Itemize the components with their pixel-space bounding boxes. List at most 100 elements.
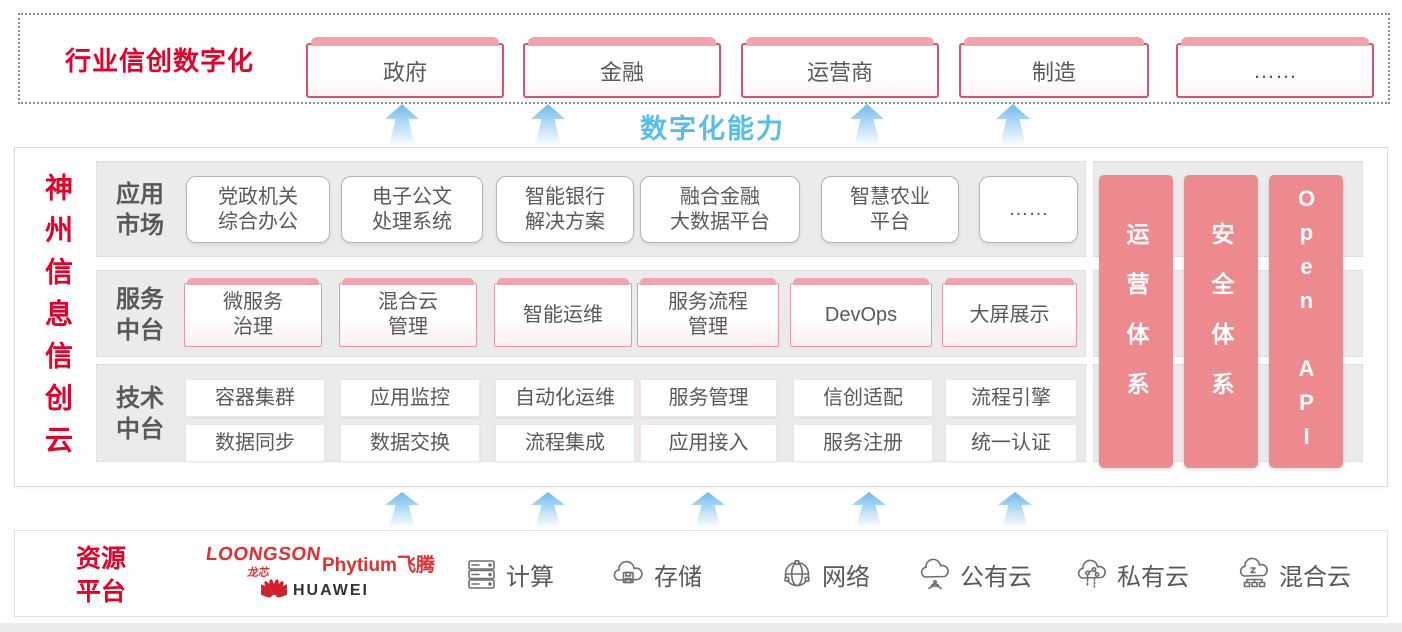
tech-row-label: 技术 中台 <box>116 385 164 443</box>
app-box: 融合金融 大数据平台 <box>640 176 800 243</box>
public-cloud-icon <box>920 558 949 590</box>
tech-box: 应用接入 <box>640 424 777 462</box>
tech-box: 容器集群 <box>185 379 325 417</box>
box-cap <box>945 278 1074 285</box>
resource-item-label: 存储 <box>654 563 702 591</box>
up-arrow-icon <box>691 492 725 528</box>
up-arrow-icon <box>852 492 886 528</box>
huawei-wordmark: HUAWEI <box>293 582 369 599</box>
resource-item-label: 公有云 <box>960 563 1032 591</box>
industry-box-more: …… <box>1176 37 1374 98</box>
resource-item-label: 私有云 <box>1117 563 1189 591</box>
box-cap <box>1181 37 1369 46</box>
app-box: 智能银行 解决方案 <box>496 176 634 243</box>
app-box: 电子公文 处理系统 <box>341 176 483 243</box>
tech-box: 数据交换 <box>340 424 480 462</box>
industry-label: 制造 <box>1031 59 1076 85</box>
up-arrow-icon <box>385 492 419 528</box>
capability-label: 数字化能力 <box>640 114 785 144</box>
server-icon <box>468 560 495 589</box>
tech-box: 流程引擎 <box>945 379 1077 417</box>
service-platform-row: 服务 中台 微服务 治理 混合云 管理 智能运维 服务流程 管理 DevOps … <box>96 270 1086 357</box>
industry-band: 行业信创数字化 政府 金融 运营商 制造 …… <box>18 13 1390 104</box>
service-box: 服务流程 管理 <box>637 278 779 347</box>
tech-box: 应用监控 <box>340 379 480 417</box>
huawei-logo: HUAWEI <box>261 578 369 604</box>
resource-item-private-cloud: 私有云 <box>1074 553 1189 595</box>
app-box-more: …… <box>979 176 1078 243</box>
resource-platform-panel: 资源 平台 LOONGSON 龙芯 Phytium飞腾 HUAWEI <box>14 530 1388 617</box>
bar-label: 安全体系 <box>1208 221 1234 422</box>
box-cap <box>793 278 929 285</box>
resource-item-storage: 存储 <box>609 553 702 595</box>
service-row-label: 服务 中台 <box>116 286 164 344</box>
tech-box: 信创适配 <box>793 379 933 417</box>
up-arrow-icon <box>996 104 1030 146</box>
industry-box-finance: 金融 <box>523 37 721 98</box>
tech-platform-row: 技术 中台 容器集群 应用监控 自动化运维 服务管理 信创适配 流程引擎 数据同… <box>96 364 1086 462</box>
box-cap <box>640 278 776 285</box>
up-arrow-icon <box>998 492 1032 528</box>
loongson-logo: LOONGSON 龙芯 <box>202 544 323 580</box>
app-box: 党政机关 综合办公 <box>186 176 330 243</box>
service-box: 大屏展示 <box>942 278 1077 347</box>
box-cap <box>311 37 499 46</box>
app-box: 智慧农业 平台 <box>821 176 959 243</box>
up-arrow-icon <box>531 492 565 528</box>
slide-bottom-edge <box>0 623 1402 632</box>
service-box-label: 服务流程 管理 <box>668 291 748 338</box>
tech-box: 服务注册 <box>793 424 933 462</box>
resource-item-label: 计算 <box>506 563 554 591</box>
tech-box: 自动化运维 <box>495 379 635 417</box>
phytium-logo: Phytium飞腾 <box>322 555 435 576</box>
industry-label: 政府 <box>382 59 427 85</box>
operation-system-bar: 运营体系 <box>1099 175 1173 468</box>
up-arrow-icon <box>385 104 419 146</box>
resource-item-compute: 计算 <box>463 553 554 595</box>
resource-item-label: 网络 <box>822 563 870 591</box>
service-box: 混合云 管理 <box>339 278 477 347</box>
tech-box: 统一认证 <box>945 424 1077 462</box>
app-market-row: 应用 市场 党政机关 综合办公 电子公文 处理系统 智能银行 解决方案 融合金融… <box>96 161 1086 257</box>
security-system-bar: 安全体系 <box>1184 175 1258 468</box>
platform-panel: 神州信息信创云 应用 市场 党政机关 综合办公 电子公文 处理系统 智能银行 解… <box>14 147 1388 487</box>
resource-item-label: 混合云 <box>1279 563 1351 591</box>
service-box-label: 混合云 管理 <box>378 291 438 338</box>
resource-platform-label: 资源 平台 <box>75 545 126 606</box>
cloud-storage-icon <box>613 560 643 584</box>
industry-box-government: 政府 <box>306 37 504 98</box>
tech-box: 服务管理 <box>640 379 777 417</box>
app-market-row-label: 应用 市场 <box>116 181 164 239</box>
tech-box: 数据同步 <box>185 424 325 462</box>
service-box-label: DevOps <box>824 303 898 326</box>
box-cap <box>187 278 319 285</box>
industry-label: …… <box>1253 57 1297 83</box>
industry-label: 运营商 <box>806 59 873 85</box>
box-cap <box>497 278 629 285</box>
up-arrow-icon <box>531 104 565 146</box>
service-box: DevOps <box>790 278 932 347</box>
loongson-wordmark: LOONGSON <box>204 544 323 565</box>
platform-title-vertical: 神州信息信创云 <box>42 173 73 467</box>
hybrid-cloud-icon <box>1239 557 1268 588</box>
network-icon <box>784 560 810 587</box>
box-cap <box>528 37 716 46</box>
industry-box-manufacturing: 制造 <box>959 37 1149 98</box>
box-cap <box>964 37 1144 46</box>
industry-box-operator: 运营商 <box>741 37 939 98</box>
open-api-bar: Open API <box>1269 175 1343 468</box>
resource-item-public-cloud: 公有云 <box>917 553 1032 595</box>
box-cap <box>342 278 474 285</box>
resource-item-network: 网络 <box>779 553 870 595</box>
industry-band-title: 行业信创数字化 <box>65 46 255 76</box>
up-arrow-icon <box>850 104 884 146</box>
service-box-label: 微服务 治理 <box>223 291 283 338</box>
service-box-label: 大屏展示 <box>969 303 1050 326</box>
service-box: 微服务 治理 <box>184 278 322 347</box>
industry-label: 金融 <box>599 59 644 85</box>
service-box-label: 智能运维 <box>523 303 603 326</box>
tech-box: 流程集成 <box>495 424 635 462</box>
bar-label: Open API <box>1294 185 1319 458</box>
box-cap <box>746 37 934 46</box>
